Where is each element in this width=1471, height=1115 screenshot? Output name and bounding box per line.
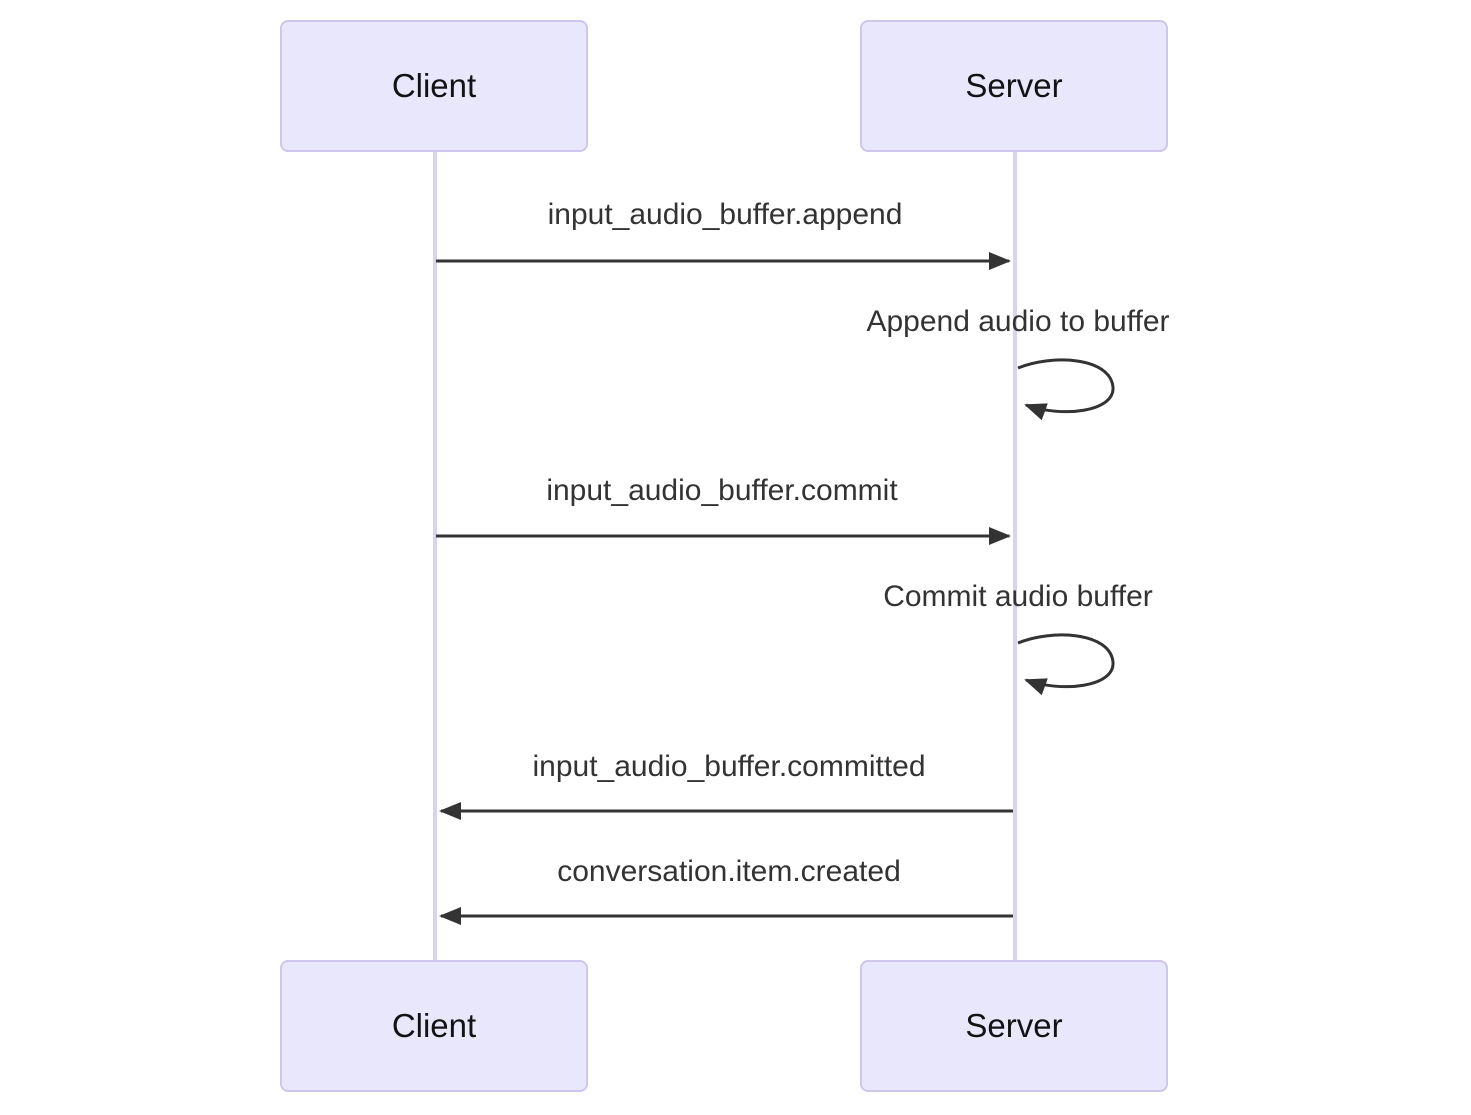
- actor-box-client-bottom: Client: [280, 960, 588, 1092]
- actor-box-client-top: Client: [280, 20, 588, 152]
- self-loop-arrow-commit-audio: [1017, 633, 1115, 696]
- actor-label-server: Server: [965, 1007, 1063, 1044]
- self-message-label-commit-audio: Commit audio buffer: [883, 580, 1153, 613]
- actor-label-client: Client: [391, 67, 477, 104]
- actor-box-server-bottom: Server: [860, 960, 1168, 1092]
- self-loop-arrow-append-audio: [1017, 358, 1115, 421]
- message-label-append: input_audio_buffer.append: [547, 198, 903, 231]
- actor-label-server: Server: [965, 67, 1063, 104]
- message-label-committed: input_audio_buffer.committed: [532, 750, 926, 783]
- actor-label-client: Client: [391, 1007, 477, 1044]
- self-message-label-append-audio: Append audio to buffer: [866, 305, 1170, 338]
- message-label-commit: input_audio_buffer.commit: [546, 474, 898, 507]
- actor-box-server-top: Server: [860, 20, 1168, 152]
- message-label-created: conversation.item.created: [557, 855, 901, 888]
